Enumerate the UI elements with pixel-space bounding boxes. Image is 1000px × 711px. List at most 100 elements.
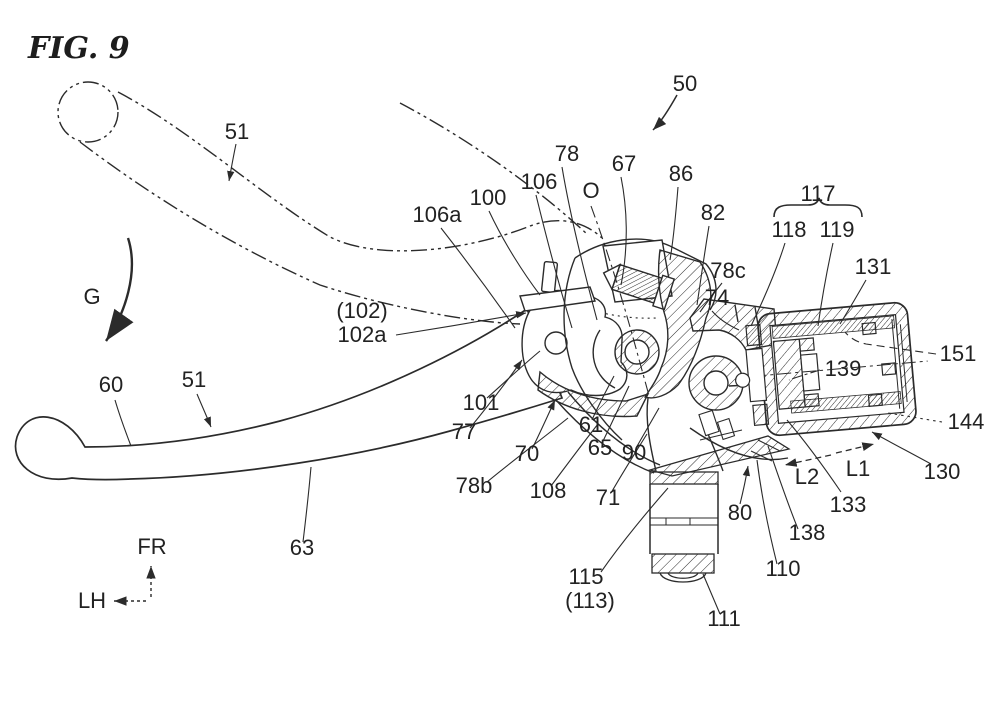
ref-label-144: 144 (948, 409, 985, 434)
ref-label-102a: 102a (338, 322, 388, 347)
ref-label-111: 111 (707, 606, 740, 631)
gravity-arrow (105, 237, 134, 342)
leader-71 (610, 433, 648, 494)
flange-top (745, 323, 763, 347)
pivot-axis-line (590, 205, 649, 393)
stroke-arrow-l1 (835, 442, 875, 454)
piston-stem (800, 353, 821, 392)
upper-arm-step-lines (734, 304, 759, 326)
annotation-symbols (105, 197, 875, 606)
ref-label-108: 108 (530, 478, 567, 503)
bracket-neck-left (646, 397, 657, 472)
leader-67 (620, 176, 627, 286)
pivot-slot-arc (592, 329, 616, 389)
cup-seal-top (798, 337, 815, 352)
leader-100 (488, 210, 541, 296)
bracket-lower-edge-a (555, 399, 655, 474)
ref-label-90: 90 (622, 440, 646, 465)
leader-101 (486, 350, 541, 399)
ref-label-151: 151 (940, 341, 977, 366)
leader-106 (535, 194, 573, 329)
ref-label-138: 138 (789, 520, 826, 545)
leader-138 (767, 445, 799, 530)
cylinder-axis (752, 360, 928, 377)
seal-right-top (861, 321, 877, 336)
leader-115 (600, 487, 669, 573)
ref-label-86: 86 (669, 161, 693, 186)
figure-title: FIG. 9 (27, 31, 130, 66)
leader-78b (486, 417, 569, 483)
ref-label-61: 61 (579, 412, 603, 437)
ref-label-78c: 78c (710, 258, 745, 283)
ref-label-51-phantom: 51 (225, 119, 249, 144)
ref-label-101: 101 (463, 390, 500, 415)
bore-rib-band-top (771, 315, 896, 339)
pivot-bolt-bore (624, 339, 650, 365)
leader-139 (788, 369, 821, 381)
stroke-arrow-l2 (784, 454, 832, 467)
ref-label-70: 70 (515, 441, 539, 466)
leader-60 (114, 399, 132, 447)
ref-label-o-axis: O (582, 178, 599, 203)
leader-65 (601, 385, 630, 444)
leader-151 (844, 331, 937, 355)
leader-77 (469, 359, 523, 429)
ref-label-80: 80 (728, 500, 752, 525)
ref-label-60: 60 (99, 372, 123, 397)
ref-label-65: 65 (588, 435, 612, 460)
clamp-sides (649, 484, 719, 554)
leader-50 (652, 94, 678, 131)
lever-pivot-end (519, 260, 628, 397)
ref-label-l1: L1 (846, 456, 870, 481)
clamp-joint-lines (650, 517, 718, 526)
lever-blade (14, 307, 564, 481)
leader-110 (756, 459, 778, 565)
ref-label-63: 63 (290, 535, 314, 560)
phantom-bottom-edge (79, 141, 521, 325)
leader-78c (699, 282, 723, 313)
seal-right-bottom (867, 393, 883, 407)
leader-131 (839, 279, 867, 325)
phantom-grip-ball (57, 81, 119, 143)
leader-51-blade (196, 393, 212, 428)
leader-108 (550, 423, 599, 487)
leader-63 (302, 466, 312, 543)
clamp-diagonal-strip (647, 435, 791, 477)
ref-label-78: 78 (555, 141, 579, 166)
ref-label-51-blade: 51 (182, 367, 206, 392)
leader-90 (635, 407, 660, 449)
ref-label-67: 67 (612, 151, 636, 176)
return-spring-pin (540, 260, 559, 294)
clamp-band-bottom (651, 553, 715, 574)
ref-label-117: 117 (800, 181, 835, 206)
ref-label-fr: FR (137, 534, 166, 559)
pivot-bolt-head (544, 331, 568, 355)
ref-label-106a: 106a (413, 202, 463, 227)
cup-seal-bottom (803, 393, 820, 408)
leader-111 (702, 573, 721, 615)
ref-label-133: 133 (830, 492, 867, 517)
ref-label-131: 131 (855, 254, 892, 279)
flange-bottom (752, 403, 770, 427)
ref-label-78b: 78b (456, 473, 493, 498)
leader-118 (750, 242, 786, 327)
leader-86 (669, 186, 679, 261)
leader-61 (591, 375, 615, 421)
ref-label-110: 110 (765, 556, 800, 581)
ref-label-50: 50 (673, 71, 697, 96)
leader-74 (711, 310, 740, 331)
ref-label-71: 71 (596, 485, 620, 510)
lever-blade-body (14, 307, 564, 481)
brace-117 (773, 197, 863, 218)
leader-130 (871, 431, 932, 465)
phantom-top-edge (117, 91, 603, 252)
bracket-lower-edge-b (567, 391, 661, 466)
ref-label-113-paren: (113) (565, 588, 615, 613)
handlebar-clamp (647, 435, 791, 583)
leader-82 (696, 225, 710, 306)
pushrod-knocker (735, 372, 751, 388)
phantom-inner-edge (399, 102, 589, 236)
